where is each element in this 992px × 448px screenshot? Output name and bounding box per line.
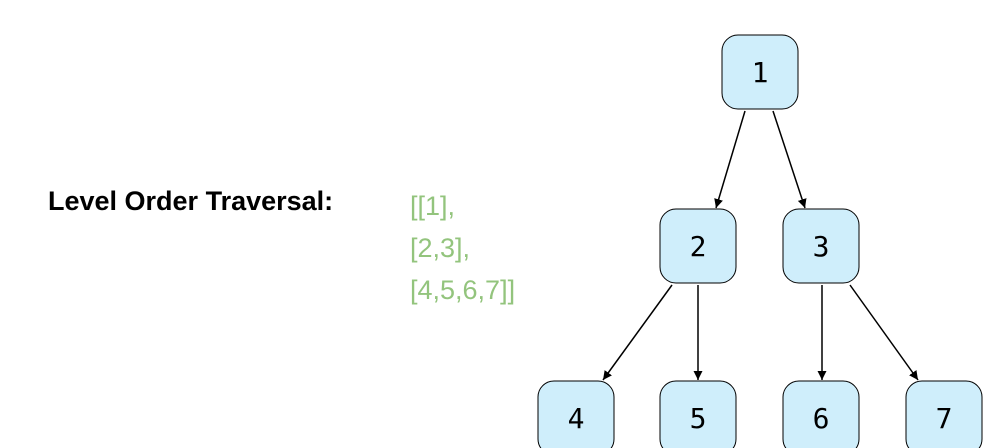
- tree-node-label: 7: [936, 402, 953, 435]
- tree-node-3: 3: [782, 208, 860, 284]
- tree-node-5: 5: [659, 380, 737, 448]
- result-line-level-3: [4,5,6,7]]: [410, 275, 516, 305]
- tree-node-box: [905, 380, 983, 448]
- tree-node-box: [721, 34, 799, 110]
- result-line-level-2: [2,3],: [410, 233, 471, 263]
- traversal-result: [[1], [2,3], [4,5,6,7]]: [410, 185, 515, 311]
- tree-node-box: [659, 208, 737, 284]
- tree-node-2: 2: [659, 208, 737, 284]
- tree-node-label: 5: [690, 402, 707, 435]
- tree-node-7: 7: [905, 380, 983, 448]
- tree-node-box: [782, 208, 860, 284]
- tree-node-box: [782, 380, 860, 448]
- tree-node-label: 2: [690, 230, 707, 263]
- edge-2-to-4: [602, 284, 673, 381]
- tree-node-box: [659, 380, 737, 448]
- tree-node-4: 4: [537, 380, 615, 448]
- edge-1-to-2: [714, 110, 746, 209]
- result-line-level-1: [[1],: [410, 191, 456, 221]
- edge-3-to-7: [849, 284, 919, 381]
- tree-node-label: 3: [813, 230, 830, 263]
- tree-node-label: 6: [813, 402, 830, 435]
- tree-node-label: 4: [568, 402, 585, 435]
- tree-node-label: 1: [752, 56, 769, 89]
- edge-1-to-3: [772, 110, 807, 209]
- tree-node-1: 1: [721, 34, 799, 110]
- tree-node-box: [537, 380, 615, 448]
- tree-node-6: 6: [782, 380, 860, 448]
- traversal-title: Level Order Traversal:: [48, 186, 334, 216]
